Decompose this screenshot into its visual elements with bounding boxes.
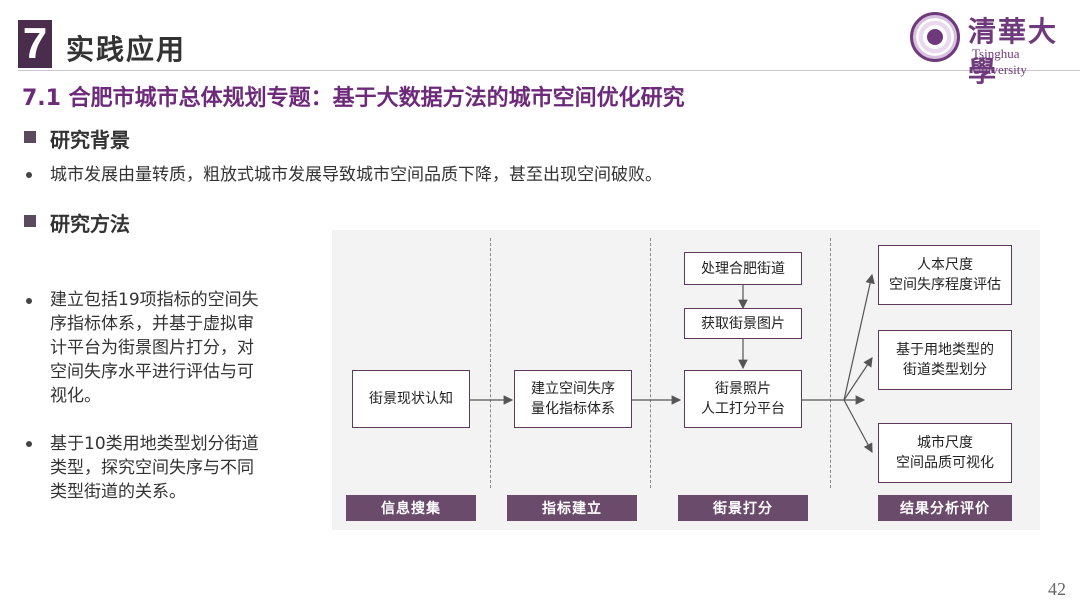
box-process-streets: 处理合肥街道	[684, 252, 802, 285]
stage-divider	[490, 238, 491, 488]
stage-bar-indicator: 指标建立	[507, 495, 637, 521]
stage-bar-collect: 信息搜集	[346, 495, 476, 521]
bullet-dot	[26, 441, 32, 447]
logo-chinese-text: 清華大學	[968, 15, 1059, 88]
bullet-dot	[26, 298, 32, 304]
method-flow-diagram: 街景现状认知 建立空间失序 量化指标体系 处理合肥街道 获取街景图片 街景照片 …	[332, 230, 1040, 530]
heading-square-icon	[24, 131, 36, 143]
box-scoring-platform: 街景照片 人工打分平台	[684, 370, 802, 428]
box-streetview-cognition: 街景现状认知	[352, 370, 470, 428]
box-result-street-types: 基于用地类型的 街道类型划分	[878, 330, 1012, 390]
university-seal-icon	[910, 12, 960, 62]
section-number-badge: 7	[18, 20, 52, 68]
method-bullet-2: 基于10类用地类型划分街道 类型，探究空间失序与不同 类型街道的关系。	[50, 434, 259, 502]
bullet-dot	[26, 172, 32, 178]
box-indicator-system: 建立空间失序 量化指标体系	[514, 370, 632, 428]
stage-bar-scoring: 街景打分	[678, 495, 808, 521]
box-result-disorder: 人本尺度 空间失序程度评估	[878, 245, 1012, 305]
background-heading: 研究背景	[50, 128, 130, 152]
stage-bar-analysis: 结果分析评价	[878, 495, 1012, 521]
header-divider	[18, 70, 1080, 71]
stage-divider	[830, 238, 831, 488]
box-fetch-images: 获取街景图片	[684, 308, 802, 339]
flow-arrows	[470, 273, 875, 454]
heading-square-icon	[24, 215, 36, 227]
logo-english-text: Tsinghua University	[972, 46, 1027, 77]
tsinghua-logo: 清華大學 Tsinghua University	[910, 12, 1070, 88]
slide-subtitle: 7.1 合肥市城市总体规划专题：基于大数据方法的城市空间优化研究	[22, 86, 685, 111]
stage-divider	[650, 238, 651, 488]
background-bullet: 城市发展由量转质，粗放式城市发展导致城市空间品质下降，甚至出现空间破败。	[50, 165, 662, 185]
page-number: 42	[1048, 579, 1066, 599]
box-result-visualization: 城市尺度 空间品质可视化	[878, 423, 1012, 483]
section-title: 实践应用	[66, 33, 187, 66]
method-bullet-1: 建立包括19项指标的空间失 序指标体系，并基于虚拟审 计平台为街景图片打分，对 …	[50, 290, 259, 406]
method-heading: 研究方法	[50, 212, 130, 236]
